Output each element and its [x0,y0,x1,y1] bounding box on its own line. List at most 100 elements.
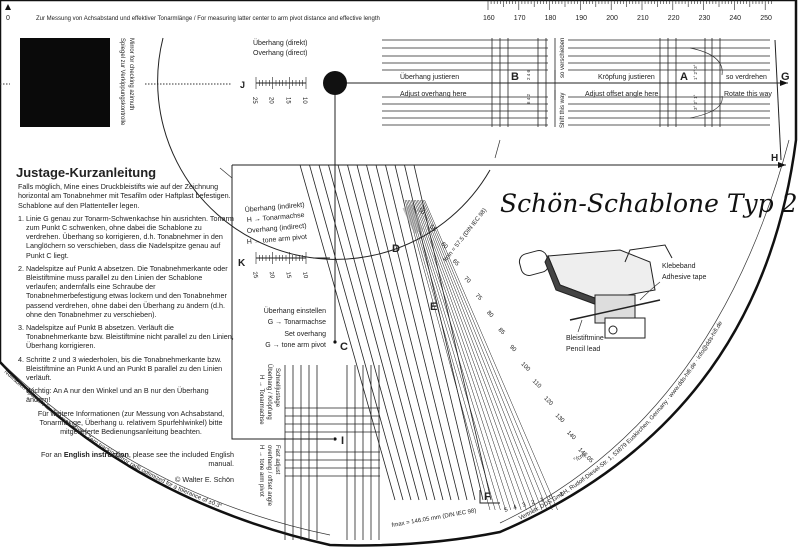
ruler-tick-label: 250 [760,15,772,22]
instructions-important: Wichtig: An A nur den Winkel und an B nu… [26,386,209,405]
radius-label: 70 [462,276,471,285]
fan-line [413,164,492,501]
shift-label-de: so verschieben [560,38,566,78]
point-i: I [341,435,344,447]
fan-line [394,164,476,501]
fan-line [418,199,538,511]
instruction-step: 3. Nadelspitze auf Punkt B absetzen. Ver… [18,323,234,351]
fan-line [407,199,501,511]
fast-pivot-de: H → Tonarmachse [258,375,264,425]
set-overhang-de: Überhang einstellen [264,307,326,315]
scale-label: 15 [284,271,291,279]
radius-label: 75 [474,293,483,302]
point-e: E [430,301,437,313]
scale-label: 20 [268,271,275,279]
instructions-more-info: Für weitere Informationen (zur Messung v… [37,408,225,437]
rotate-de: so verdrehen [726,74,767,81]
instructions-intro: Falls möglich, Mine eines Druckbleistift… [18,182,231,210]
fan-line [419,199,543,511]
radius-label: 100 [519,361,531,373]
lead-label-en: Pencil lead [566,346,600,353]
ruler-tick-label: 240 [729,15,741,22]
tape-label-en: Adhesive tape [662,274,706,281]
fan-line [318,164,412,501]
adjust-grid [382,38,770,127]
radius-label: 90 [508,344,517,353]
radius-label: 130 [554,413,566,425]
radius-label: 140 [565,430,577,442]
adjust-overhang-en: Adjust overhang here [400,91,467,98]
ruler-caption: Zur Messung von Achsabstand und effektiv… [36,16,380,22]
radius-label: 110 [531,379,542,390]
point-j: J [240,80,245,90]
fan-line [406,199,496,511]
set-overhang-pivot-en: G → tone arm pivot [265,342,326,349]
point-b: B [511,71,519,83]
ruler-tick-label: 170 [514,15,526,22]
null-radius-arc [157,37,491,260]
radius-label: 60 [439,241,448,250]
fan-line [375,164,460,501]
alignment-fan-lines [299,164,558,511]
point-a: A [680,71,688,83]
scale-label: 10 [301,271,308,279]
fast-adjust-grid [284,365,380,540]
fast-title-en: Fast adjust [274,445,280,475]
mirror-label-de: Spiegel zur Verkippungskontrolle [119,38,125,126]
radius-label: 50 [417,207,426,216]
ruler-tick-label: 180 [545,15,557,22]
zero-marker-icon [5,4,11,10]
point-k: K [238,258,246,269]
fan-line [412,199,517,511]
error-scale-label: 2 [531,499,537,506]
ruler-tick-label: 160 [483,15,495,22]
fan-line [299,164,396,501]
rotate-arrow-icon [689,47,723,76]
fast-pivot-en: H → tone arm pivot [258,445,264,497]
ruler-tick-label: 230 [699,15,711,22]
radius-label: 55 [428,224,437,233]
scale-label: 25 [251,97,257,104]
scale-label: 20 [268,97,274,104]
scale-label: 25 [251,271,258,279]
fan-line [422,199,553,511]
fast-sub-en: overhang / offset angle [266,445,272,507]
error-scale-label: -1 [558,491,566,499]
fan-line [424,199,558,511]
label-g: G [781,71,790,83]
fan-line [404,199,491,511]
fast-sub-de: Überhang / Kröpfung [266,364,273,420]
b-scale-top: 2 4 6 [526,69,531,80]
fan-line [366,164,452,501]
scale-label: 15 [284,97,290,104]
fan-line [415,199,527,511]
fan-line [421,199,548,511]
fan-line [385,164,468,501]
top-ruler: 0 Zur Messung von Achsabstand und effekt… [5,0,772,22]
a-scale-top: 1° 2° 3° [693,64,698,80]
instruction-step: 1. Linie G genau zur Tonarm-Schwenkachse… [18,213,234,260]
lead-label-de: Bleistiftmine [566,335,604,342]
radius-label: 65 [451,259,460,268]
template-title: Schön-Schablone Typ 2 [500,189,798,218]
english-instruction-note: For an English instruction, please see t… [41,450,234,469]
fan-line [410,199,512,511]
tape-label-de: Klebeband [662,263,696,270]
point-c: C [340,341,348,353]
ruler-tick-label: 220 [668,15,680,22]
instruction-step: 4. Schritte 2 und 3 wiederholen, bis die… [18,354,223,383]
adjust-offset-de: Kröpfung justieren [598,74,655,81]
edge-line-left [3,364,331,536]
azimuth-mirror [20,38,110,127]
copyright: © Walter E. Schön [175,474,234,484]
set-overhang-pivot-de: G → Tonarmachse [268,319,326,326]
ruler-tick-label: 200 [606,15,618,22]
fan-line [409,199,506,511]
highlight-band [402,204,424,234]
radius-label: 80 [485,310,494,319]
radius-label: 120 [542,396,554,408]
fast-title-de: Schnelljustage [274,368,280,408]
fan-line [413,199,522,511]
unit-label: °/cm [573,452,586,463]
